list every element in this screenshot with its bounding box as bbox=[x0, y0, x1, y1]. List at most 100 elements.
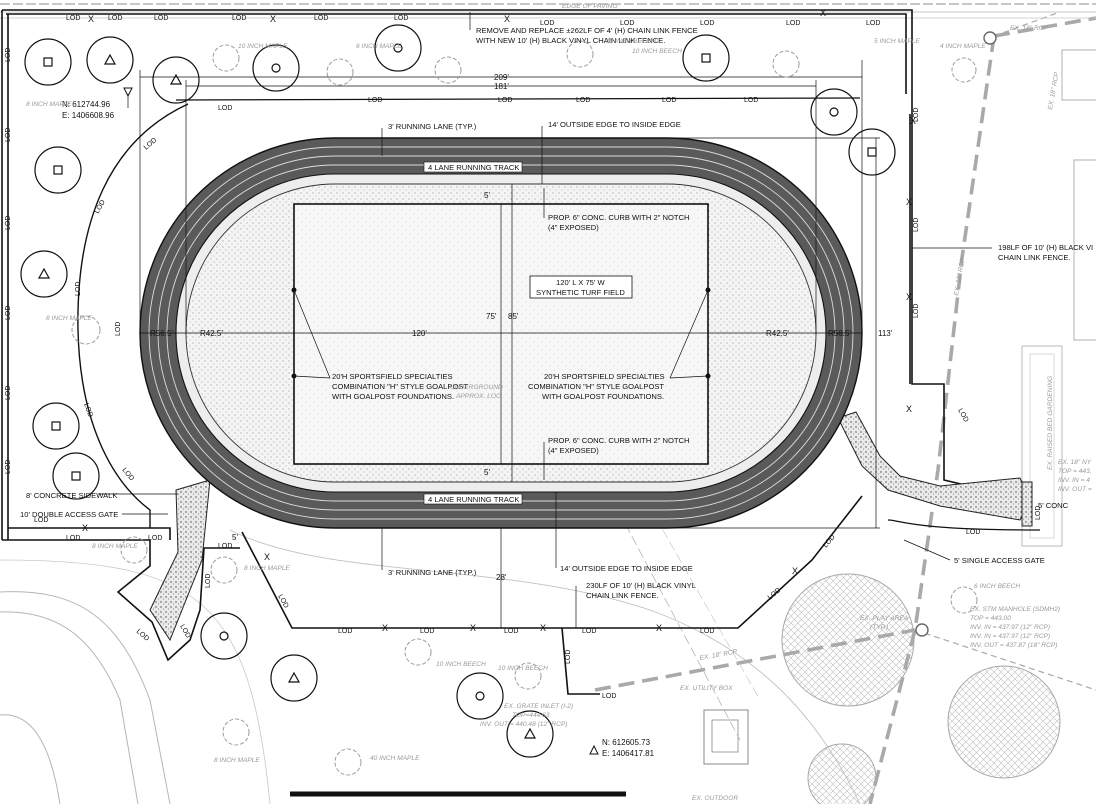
lod-label-diag: LOD bbox=[178, 624, 191, 640]
goal-left-note-1: 20'H SPORTSFIELD SPECIALTIES bbox=[332, 372, 453, 381]
grate-label-1: EX. GRATE INLET (I-2) bbox=[504, 703, 573, 710]
track-label-bottom-box bbox=[423, 493, 523, 505]
tree-square-4 bbox=[34, 146, 82, 194]
existing-labels: EX. 18" RCP EX. 18" RCP EX. 18" RCP EX. … bbox=[26, 25, 1092, 802]
track-label-top-box bbox=[423, 161, 523, 173]
manhole-bottom bbox=[915, 623, 929, 637]
tree-label: 8 INCH MAPLE bbox=[26, 101, 72, 108]
dim-209: 209' bbox=[494, 73, 509, 82]
lod-inner-top bbox=[175, 97, 861, 101]
left-lower bbox=[2, 527, 171, 541]
tree-triangle-4 bbox=[270, 654, 318, 702]
dim-75: 75' bbox=[486, 312, 497, 321]
curb-bot-note-2: (4" EXPOSED) bbox=[548, 446, 599, 455]
lod-label: LOD bbox=[744, 97, 758, 104]
outdoor-label: EX. OUTDOOR bbox=[692, 795, 738, 802]
leader-goal-r bbox=[669, 289, 709, 379]
lod-label-vertical: LOD bbox=[115, 322, 122, 336]
ny-label-2: TOP = 443. bbox=[1058, 468, 1092, 475]
ex-rcp-diag: EX. 18" RCP bbox=[953, 257, 967, 296]
existing-features bbox=[0, 3, 1096, 809]
existing-tree-2 bbox=[212, 44, 240, 72]
dim-r42-left: R42.5' bbox=[200, 329, 223, 338]
tree-circle-1 bbox=[252, 44, 300, 92]
fence-x: X bbox=[82, 523, 88, 533]
tree-label: 4 INCH MAPLE bbox=[940, 43, 986, 50]
lod-label: LOD bbox=[866, 20, 880, 27]
raised-bed-label: EX. RAISED BED GARDENING bbox=[1047, 376, 1054, 470]
lod-label-diag: LOD bbox=[94, 199, 107, 215]
raised-bed-box bbox=[1021, 345, 1063, 547]
lod-label: LOD bbox=[700, 628, 714, 635]
existing-tree-7 bbox=[951, 57, 977, 83]
outer-fence bbox=[2, 9, 913, 94]
manhole-label-3: INV. IN = 437.97 (12" RCP) bbox=[970, 624, 1050, 631]
tree-label: 6 INCH MAPLE bbox=[356, 43, 402, 50]
coord-top-e: E: 1406608.96 bbox=[62, 111, 115, 120]
fence-x: X bbox=[382, 623, 388, 633]
curb-bot-note-1: PROP. 6" CONC. CURB WITH 2" NOTCH bbox=[548, 436, 690, 445]
existing-pipe-right bbox=[993, 11, 1061, 37]
utility-box-outer bbox=[703, 709, 749, 765]
proposed-trees bbox=[20, 24, 896, 758]
lod-label: LOD bbox=[314, 15, 328, 22]
ex-rcp-bottom: EX. 18" RCP bbox=[699, 648, 738, 662]
curb-top-note-2: (4" EXPOSED) bbox=[548, 223, 599, 232]
dim-r56-left: R56.5' bbox=[150, 329, 173, 338]
tree-square-6 bbox=[52, 452, 100, 500]
existing-walk-5 bbox=[0, 559, 271, 805]
lane-top-note: 3' RUNNING LANE (TYP.) bbox=[388, 122, 477, 131]
existing-walk-1 bbox=[0, 591, 171, 805]
lod-label: LOD bbox=[420, 628, 434, 635]
lod-label: LOD bbox=[498, 97, 512, 104]
existing-pipe-diagonal bbox=[868, 35, 996, 805]
ex-rcp-right: EX. 18" RCP bbox=[1047, 71, 1061, 110]
lod-label-vertical: LOD bbox=[1035, 506, 1042, 520]
fence-x: X bbox=[656, 623, 662, 633]
manhole-label-1: EX. STM MANHOLE (SDMH2) bbox=[970, 606, 1060, 613]
existing-tree-6 bbox=[772, 50, 800, 78]
underground-utility-line-2 bbox=[599, 419, 761, 701]
existing-pipe-top bbox=[993, 16, 1096, 38]
fence-replace-note-2: WITH NEW 10' (H) BLACK VINYL CHAIN LINK … bbox=[476, 36, 665, 45]
lod-label: LOD bbox=[108, 15, 122, 22]
dim-5-gate: 5' bbox=[232, 533, 238, 542]
existing-walk-4 bbox=[229, 529, 861, 805]
leader-goal-l bbox=[293, 289, 331, 379]
dim-85: 85' bbox=[508, 312, 519, 321]
leader-gate-single bbox=[903, 539, 951, 561]
tree-label: 10 INCH BEECH bbox=[498, 665, 548, 672]
fence-x: X bbox=[910, 116, 916, 126]
lane-bottom-note: 3' RUNNING LANE (TYP.) bbox=[388, 568, 477, 577]
play-area-circle-2 bbox=[947, 665, 1061, 779]
goal-left-note-3: WITH GOALPOST FOUNDATIONS. bbox=[332, 392, 454, 401]
existing-trees bbox=[71, 40, 978, 776]
existing-tree-4 bbox=[434, 56, 462, 84]
tree-square-5 bbox=[32, 402, 80, 450]
fence-x: X bbox=[270, 14, 276, 24]
lod-label: LOD bbox=[368, 97, 382, 104]
fence-right-note-1: 198LF OF 10' (H) BLACK VI bbox=[998, 243, 1093, 252]
tree-label: 8 INCH MAPLE bbox=[46, 315, 92, 322]
existing-building-2 bbox=[1073, 159, 1096, 341]
track-label-bottom: 4 LANE RUNNING TRACK bbox=[428, 495, 519, 504]
fence-x: X bbox=[88, 14, 94, 24]
tree-triangle-2 bbox=[152, 56, 200, 104]
lod-label-vertical: LOD bbox=[913, 108, 920, 122]
edge-bottom-note: 14' OUTSIDE EDGE TO INSIDE EDGE bbox=[560, 564, 693, 573]
field-label-1: 120' L X 75' W bbox=[556, 278, 605, 287]
lod-label-vertical: LOD bbox=[5, 216, 12, 230]
lod-label: LOD bbox=[66, 535, 80, 542]
fence-x: X bbox=[792, 566, 798, 576]
bottom-fence bbox=[241, 495, 863, 629]
lod-label: LOD bbox=[620, 20, 634, 27]
lod-label-diag: LOD bbox=[82, 402, 94, 418]
utility-box-label: EX. UTILITY BOX bbox=[680, 685, 733, 692]
conc-right-note: 5' CONC bbox=[1038, 501, 1069, 510]
existing-pipe-lower bbox=[914, 629, 1096, 691]
lod-label: LOD bbox=[504, 628, 518, 635]
sidewalk-note: 8' CONCRETE SIDEWALK bbox=[26, 491, 117, 500]
lod-label-vertical: LOD bbox=[5, 306, 12, 320]
lod-label: LOD bbox=[232, 15, 246, 22]
